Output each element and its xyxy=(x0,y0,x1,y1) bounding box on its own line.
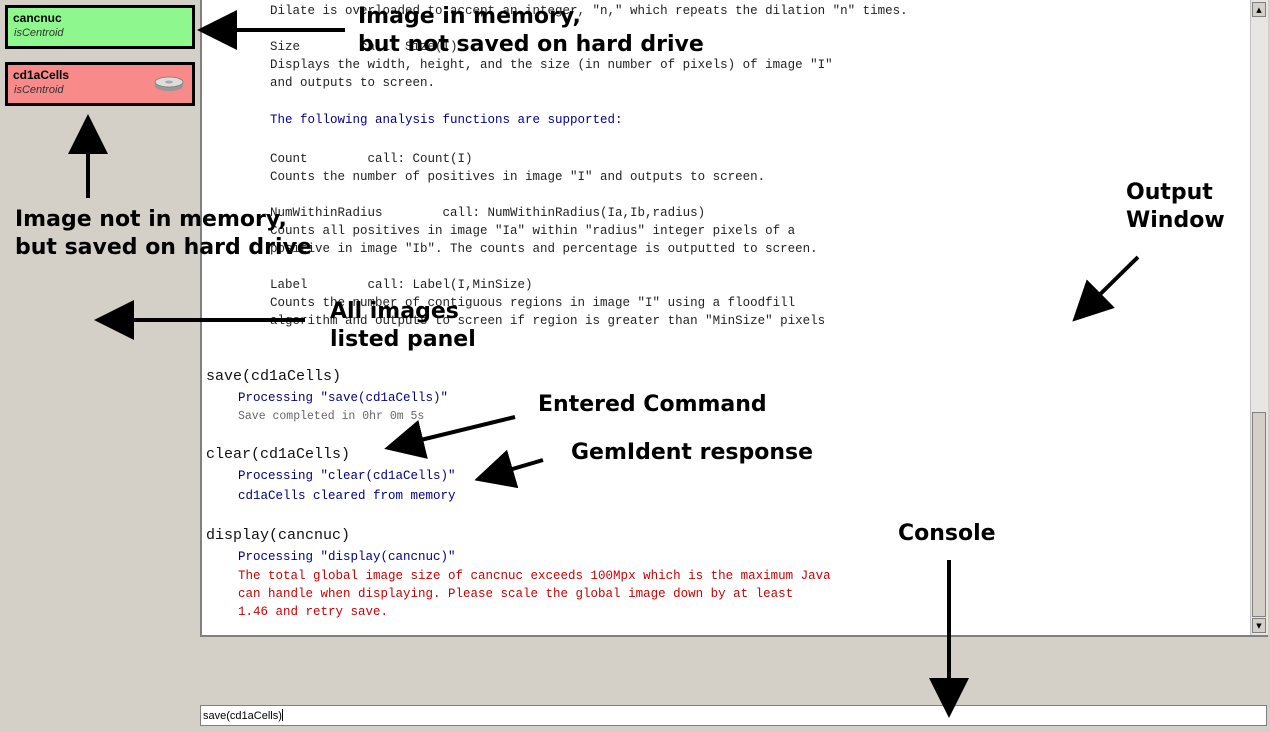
image-type: isCentroid xyxy=(14,27,64,39)
annotation-output-window: Output Window xyxy=(1126,180,1225,233)
help-line: and outputs to screen. xyxy=(270,76,436,90)
output-window[interactable]: Dilate is overloaded to accept an intege… xyxy=(200,0,1268,637)
image-name: cd1aCells xyxy=(13,68,70,82)
console-text: save(cd1aCells) xyxy=(203,710,282,722)
scroll-up-button[interactable]: ▲ xyxy=(1252,2,1266,17)
scroll-thumb[interactable] xyxy=(1252,412,1266,617)
entered-command: display(cancnuc) xyxy=(206,527,351,544)
help-line: Size call: Size(I) xyxy=(270,40,458,54)
command-response: The total global image size of cancnuc e… xyxy=(238,569,831,583)
image-name: cancnuc xyxy=(13,11,62,25)
hard-drive-icon xyxy=(154,74,184,96)
command-response: Processing "clear(cd1aCells)" xyxy=(238,469,456,483)
annotation-gemident-response: GemIdent response xyxy=(571,440,813,465)
command-response: cd1aCells cleared from memory xyxy=(238,489,456,503)
output-scrollbar[interactable]: ▲ ▼ xyxy=(1250,0,1268,635)
images-panel: cancnuc isCentroid cd1aCells isCentroid xyxy=(0,0,200,640)
image-type: isCentroid xyxy=(14,84,64,96)
annotation-console: Console xyxy=(898,521,996,546)
help-line: The following analysis functions are sup… xyxy=(270,113,623,127)
annotation-images-panel: All images listed panel xyxy=(330,299,476,352)
annotation-in-memory: Image in memory, but not saved on hard d… xyxy=(358,4,704,57)
annotation-not-in-memory: Image not in memory, but saved on hard d… xyxy=(15,207,312,260)
image-item-cd1acells[interactable]: cd1aCells isCentroid xyxy=(5,62,195,106)
command-response: Save completed in 0hr 0m 5s xyxy=(238,410,425,423)
text-caret xyxy=(281,709,283,721)
help-line: Dilate is overloaded to accept an intege… xyxy=(270,4,908,18)
annotation-entered-command: Entered Command xyxy=(538,392,767,417)
command-response: Processing "save(cd1aCells)" xyxy=(238,391,449,405)
entered-command: save(cd1aCells) xyxy=(206,368,342,385)
help-line: positive in image "Ib". The counts and p… xyxy=(270,242,818,256)
image-item-cancnuc[interactable]: cancnuc isCentroid xyxy=(5,5,195,49)
entered-command: clear(cd1aCells) xyxy=(206,446,351,463)
command-response: 1.46 and retry save. xyxy=(238,605,389,619)
help-line: Count call: Count(I) xyxy=(270,152,473,166)
help-line: NumWithinRadius call: NumWithinRadius(Ia… xyxy=(270,206,706,220)
help-line: Counts all positives in image "Ia" withi… xyxy=(270,224,796,238)
scroll-down-button[interactable]: ▼ xyxy=(1252,618,1266,633)
command-response: Processing "display(cancnuc)" xyxy=(238,550,456,564)
help-line: Counts the number of contiguous regions … xyxy=(270,296,796,310)
help-line: Counts the number of positives in image … xyxy=(270,170,766,184)
help-line: Label call: Label(I,MinSize) xyxy=(270,278,533,292)
console-input[interactable]: save(cd1aCells) xyxy=(200,705,1267,726)
help-line: Displays the width, height, and the size… xyxy=(270,58,833,72)
command-response: can handle when displaying. Please scale… xyxy=(238,587,794,601)
